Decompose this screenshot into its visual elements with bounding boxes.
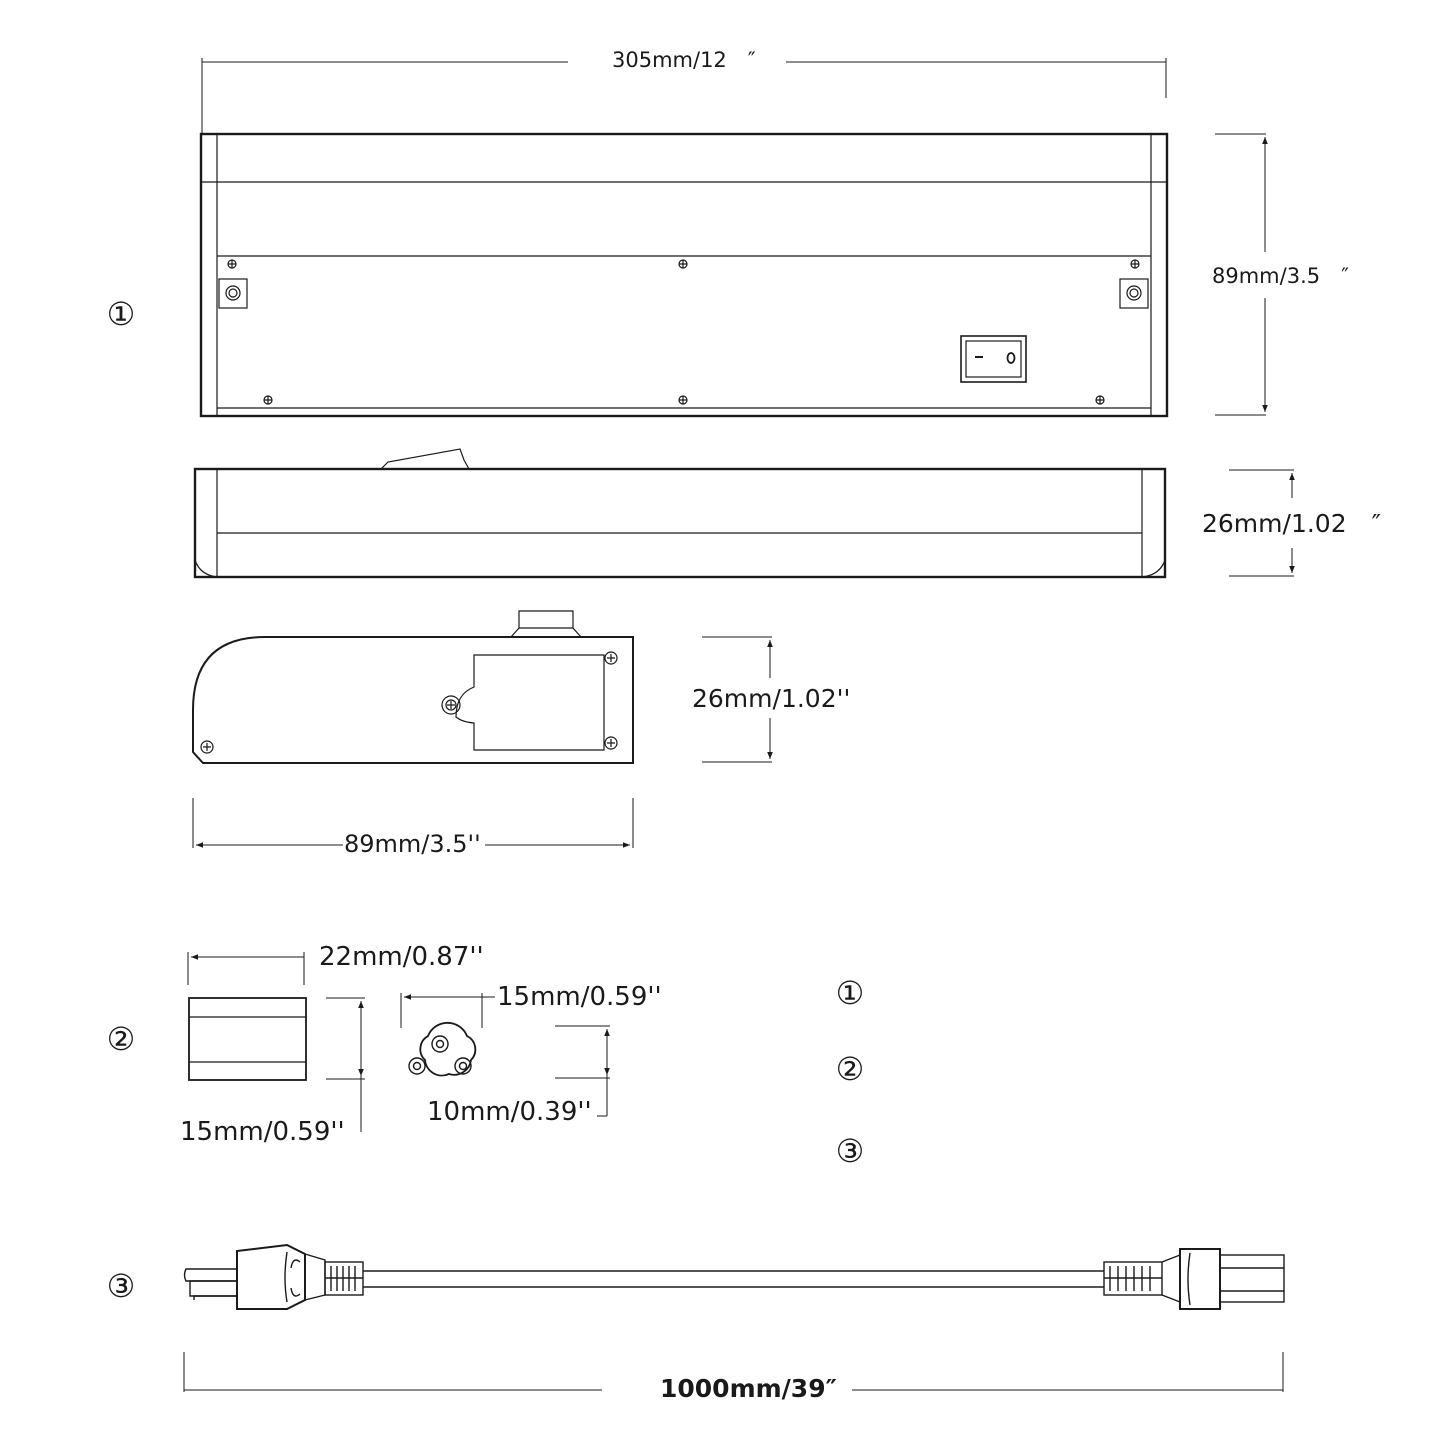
end-width-dimension [192,798,634,848]
screw-icon [604,736,618,750]
bar-width-dimension [201,58,1167,134]
power-cord [183,1243,1285,1310]
end-width-label: 89mm/3.5'' [344,830,481,858]
screw-icon [200,740,214,754]
plug-body [236,1243,364,1310]
screw-icon [1130,259,1140,269]
socket-face-icon [408,1021,477,1077]
screw-icon [1095,395,1105,405]
end-height-label: 26mm/1.02'' [692,684,850,713]
connector-width-dimension [187,952,305,985]
section-one-marker: ① [107,295,136,333]
bar-height-dimension [1215,133,1268,416]
screw-icon [678,259,688,269]
cord-connector [1103,1248,1285,1310]
legend-item: ② [836,1050,865,1088]
cord-length-label: 1000mm/39″ [660,1374,837,1403]
connector-height-label: 15mm/0.59'' [180,1117,345,1147]
section-three-marker: ③ [107,1267,136,1305]
mount-bracket-left [218,278,248,309]
bar-depth-label: 26mm/1.02 ″ [1202,509,1381,538]
connector-height-dimension [326,997,365,1132]
socket-width-label: 15mm/0.59'' [497,982,662,1012]
screw-icon [227,259,237,269]
socket-height-label: 10mm/0.39'' [427,1097,592,1127]
screw-icon [678,395,688,405]
rocker-switch-icon [960,335,1027,383]
socket-width-dimension [400,993,495,1028]
bar-height-label: 89mm/3.5 ″ [1212,264,1349,288]
mount-bracket-right [1119,278,1149,309]
legend-item: ① [836,974,865,1012]
screw-icon [263,395,273,405]
connector-width-label: 22mm/0.87'' [319,942,484,972]
screw-icon [604,651,618,665]
cord-length-dimension [183,1352,1284,1392]
light-bar-side-view [193,448,1167,579]
light-bar-front-view [199,132,1169,418]
connector-block [188,997,307,1081]
legend-item: ③ [836,1132,865,1170]
plug-prongs-icon [183,1268,237,1300]
socket-height-dimension [555,1025,610,1117]
bar-width-label: 305mm/12 ″ [612,48,756,72]
end-height-dimension [702,636,773,763]
bar-depth-dimension [1229,469,1295,577]
screw-icon [441,695,461,715]
section-two-marker: ② [107,1020,136,1058]
end-cap-view [192,610,634,764]
